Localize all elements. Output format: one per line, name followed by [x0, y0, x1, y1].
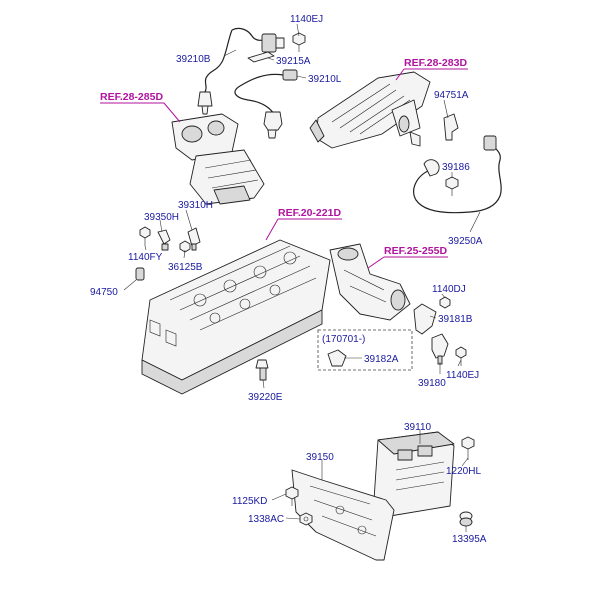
bolt-39186	[445, 176, 459, 196]
part-label-1125kd: 1125KD	[232, 496, 267, 507]
part-label-39182a: 39182A	[364, 354, 399, 365]
intake-manifold	[309, 71, 431, 149]
part-label-94751a: 94751A	[434, 90, 469, 101]
bolt-36125b	[179, 240, 191, 253]
variant-box-170701	[317, 329, 413, 371]
part-label-39350h: 39350H	[144, 212, 179, 223]
plug-94750	[135, 267, 145, 281]
part-label-39186: 39186	[442, 162, 470, 173]
part-label-94750: 94750	[90, 287, 118, 298]
bracket-94751a	[443, 113, 459, 141]
part-label-1140ej-top: 1140EJ	[290, 14, 323, 25]
cylinder-head	[141, 239, 331, 395]
reference-28-283d[interactable]: REF.28-283D	[395, 57, 468, 81]
cam-sensor-39310h	[187, 227, 201, 251]
reference-28-285d[interactable]: REF.28-285D	[100, 91, 181, 123]
sensor-39350h	[157, 229, 171, 251]
oxygen-sensor-front-harness	[197, 27, 285, 115]
bolt-1220hl	[461, 436, 475, 460]
part-label-39110: 39110	[404, 422, 432, 433]
catalytic-converter-manifold	[171, 113, 265, 205]
reference-20-221d[interactable]: REF.20-221D	[265, 207, 342, 241]
leader-lines	[123, 23, 481, 532]
part-label-39181b: 39181B	[438, 314, 473, 325]
ecu-39110	[373, 431, 455, 517]
bracket-39181b	[413, 303, 437, 335]
bracket-39215a	[247, 51, 275, 63]
bolt-1125kd	[285, 486, 299, 506]
part-label-39220e: 39220E	[248, 392, 283, 403]
water-outlet-housing	[329, 243, 411, 321]
part-label-1140fy: 1140FY	[128, 252, 163, 263]
part-label-39250a: 39250A	[448, 236, 483, 247]
oxygen-sensor-rear-harness	[234, 69, 298, 139]
grommet-13395a	[459, 511, 473, 527]
bolt-1140dj	[439, 296, 451, 309]
part-label-1140dj: 1140DJ	[432, 284, 466, 295]
part-label-170701: (170701-)	[322, 334, 365, 345]
reference-25-255d[interactable]: REF.25-255D	[367, 245, 448, 269]
reference-25-255d-label[interactable]: REF.25-255D	[384, 245, 447, 257]
part-label-39210b: 39210B	[176, 54, 211, 65]
part-label-1220hl: 1220HL	[446, 466, 481, 477]
part-label-13395a: 13395A	[452, 534, 487, 545]
coolant-temp-sensor-39220e	[255, 359, 269, 381]
part-label-36125b: 36125B	[168, 262, 203, 273]
part-label-39180: 39180	[418, 378, 446, 389]
reference-28-285d-label[interactable]: REF.28-285D	[100, 91, 163, 103]
reference-28-283d-label[interactable]: REF.28-283D	[404, 57, 467, 69]
bolt-1140ej-top	[292, 32, 306, 52]
sensor-39180	[431, 333, 449, 365]
nut-1338ac	[299, 512, 313, 526]
part-label-39215a: 39215A	[276, 56, 311, 67]
bolt-1140ej-bottom	[455, 346, 467, 366]
part-number-labels: 1140EJ 39210B 39215A 39210L 94751A 39186…	[90, 14, 487, 545]
part-label-39150: 39150	[306, 452, 334, 463]
bolt-1140fy	[139, 226, 151, 246]
part-label-1140ej-bottom: 1140EJ	[446, 370, 479, 381]
part-label-1338ac: 1338AC	[248, 514, 284, 525]
part-label-39210l: 39210L	[308, 74, 342, 85]
part-label-39310h: 39310H	[178, 200, 213, 211]
knock-sensor-wiring-39250a	[413, 135, 502, 214]
reference-20-221d-label[interactable]: REF.20-221D	[278, 207, 341, 219]
